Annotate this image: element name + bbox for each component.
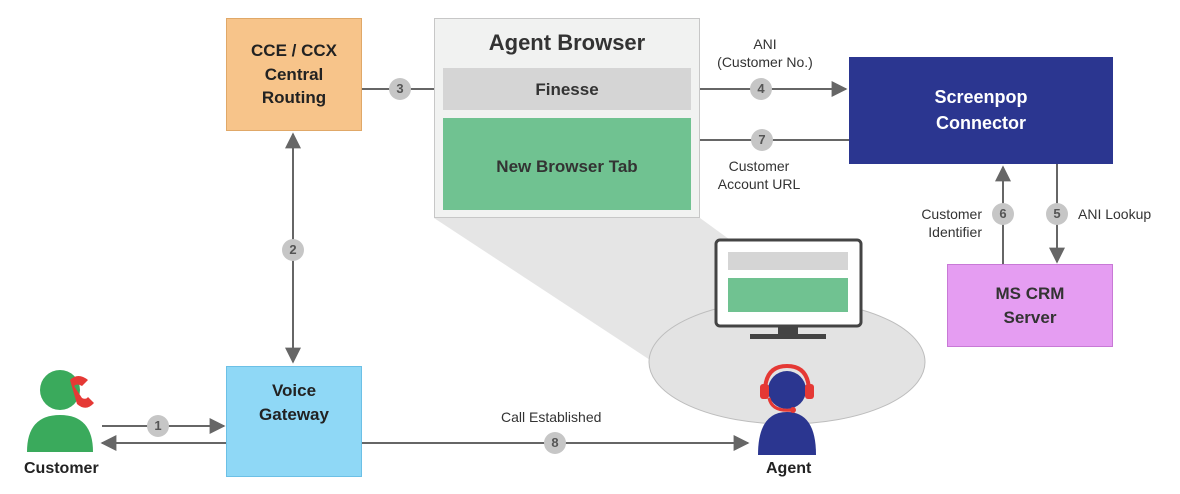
step-badge-5: 5	[1046, 203, 1068, 225]
ms-crm-server-node: MS CRM Server	[947, 264, 1113, 347]
customer-account-url-label: Customer Account URL	[717, 158, 801, 192]
step-badge-8: 8	[544, 432, 566, 454]
customer-icon	[27, 370, 94, 452]
step-badge-7: 7	[751, 129, 773, 151]
call-established-label: Call Established	[501, 409, 602, 425]
finesse-label: Finesse	[535, 80, 599, 99]
screenpop-connector-node: Screenpop Connector	[849, 57, 1113, 164]
agent-browser-title: Agent Browser	[488, 30, 646, 55]
cce-central-routing-label: CCE / CCX Central Routing	[251, 40, 337, 108]
step-badge-3: 3	[389, 78, 411, 100]
step-badge-1: 1	[147, 415, 169, 437]
ms-crm-server-label: MS CRM Server	[995, 283, 1065, 327]
ani-label: ANI (Customer No.)	[717, 36, 813, 70]
finesse-node: Finesse	[443, 68, 691, 110]
voice-gateway-node: Voice Gateway	[226, 366, 362, 477]
agent-headset-icon	[758, 363, 816, 455]
ani-lookup-label: ANI Lookup	[1078, 206, 1152, 222]
monitor-icon	[714, 238, 863, 339]
screenpop-connector-label: Screenpop Connector	[934, 87, 1028, 133]
new-browser-tab-label: New Browser Tab	[496, 157, 638, 176]
agent-label: Agent	[766, 460, 812, 477]
customer-identifier-label: Customer Identifier	[921, 206, 982, 240]
new-browser-tab-node: New Browser Tab	[443, 118, 691, 210]
customer-label: Customer	[24, 460, 99, 477]
cce-central-routing-node: CCE / CCX Central Routing	[226, 18, 362, 131]
voice-gateway-label: Voice Gateway	[259, 381, 329, 424]
step-badge-2: 2	[282, 239, 304, 261]
phone-icon	[70, 376, 94, 408]
step-badge-4: 4	[750, 78, 772, 100]
step-badge-6: 6	[992, 203, 1014, 225]
